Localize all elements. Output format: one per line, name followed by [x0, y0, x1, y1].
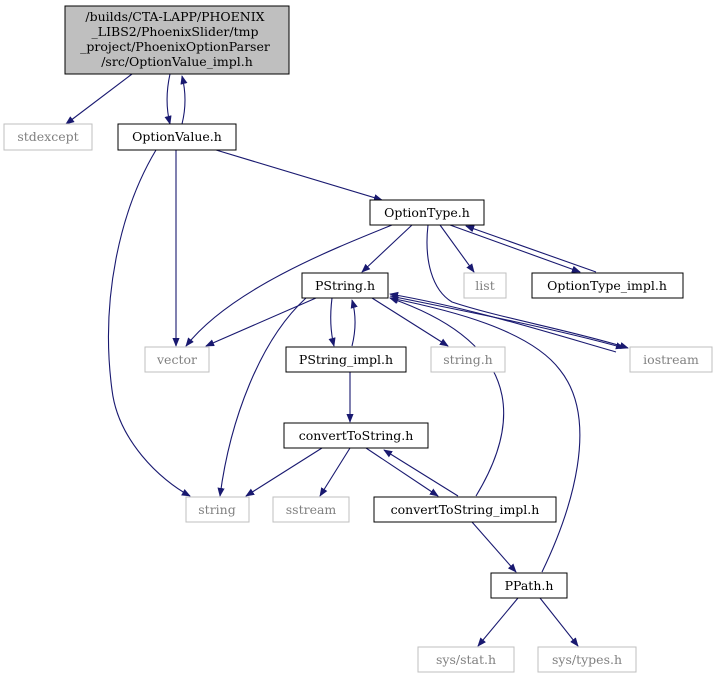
edge-converttostring-impl-converttostring: [383, 449, 459, 497]
edge-optionvalue-string: [107, 149, 191, 497]
optionvalue-label: OptionValue.h: [132, 129, 222, 144]
string-label: string: [198, 502, 235, 517]
edge-pstring-impl-pstring: [350, 299, 358, 347]
node-optiontype[interactable]: OptionType.h: [369, 199, 485, 226]
edge-root-optionvalue: [164, 73, 172, 125]
node-converttostring[interactable]: convertToString.h: [283, 422, 429, 449]
edge-pstring-vector: [205, 297, 317, 347]
edge-pstring-string: [217, 297, 307, 497]
node-optiontype-impl[interactable]: OptionType_impl.h: [531, 272, 684, 299]
root-label-line-1: /builds/CTA-LAPP/PHOENIX: [85, 9, 264, 24]
svg-text:/builds/CTA-LAPP/PHOENIX: /builds/CTA-LAPP/PHOENIX _LIBS2/PhoenixS…: [80, 9, 274, 69]
sysstat-label: sys/stat.h: [436, 652, 496, 667]
node-pstring[interactable]: PString.h: [301, 272, 389, 299]
node-root[interactable]: /builds/CTA-LAPP/PHOENIX _LIBS2/PhoenixS…: [64, 5, 290, 75]
node-stdexcept[interactable]: stdexcept: [3, 123, 93, 151]
nodes: /builds/CTA-LAPP/PHOENIX _LIBS2/PhoenixS…: [3, 5, 713, 673]
edge-converttostring-impl-pstring: [389, 297, 505, 497]
node-list[interactable]: list: [463, 272, 507, 299]
optiontype-label: OptionType.h: [384, 205, 470, 220]
edge-optiontype-list: [439, 224, 475, 273]
stdexcept-label: stdexcept: [17, 129, 78, 144]
converttostring-impl-label: convertToString_impl.h: [391, 502, 540, 517]
edge-optiontype-impl-optiontype: [465, 225, 597, 273]
node-stringh[interactable]: string.h: [430, 346, 506, 373]
stringh-label: string.h: [443, 352, 493, 367]
list-label: list: [475, 278, 494, 293]
ppath-label: PPath.h: [505, 578, 554, 593]
systypes-label: sys/types.h: [552, 652, 622, 667]
node-pstring-impl[interactable]: PString_impl.h: [285, 346, 407, 373]
node-optionvalue[interactable]: OptionValue.h: [117, 123, 237, 151]
node-sysstat[interactable]: sys/stat.h: [417, 646, 515, 673]
edge-converttostring-impl-ppath: [471, 521, 517, 573]
edge-pstring-stringh: [371, 297, 449, 347]
edge-ppath-pstring: [389, 296, 581, 573]
iostream-label: iostream: [643, 352, 699, 367]
root-label-line-2: _LIBS2/PhoenixSlider/tmp: [92, 24, 259, 39]
edge-ppath-sysstat: [477, 597, 519, 647]
node-converttostring-impl[interactable]: convertToString_impl.h: [373, 496, 557, 523]
node-string[interactable]: string: [185, 496, 250, 523]
pstring-label: PString.h: [315, 278, 375, 293]
edge-optiontype-pstring: [361, 224, 413, 273]
root-label-line-3: _project/PhoenixOptionParser: [80, 39, 270, 54]
node-systypes[interactable]: sys/types.h: [537, 646, 637, 673]
edge-optiontype-optiontype-impl: [449, 224, 581, 273]
edge-converttostring-sstream: [319, 447, 351, 497]
edge-optionvalue-optiontype: [215, 149, 383, 202]
edge-pstring-pstring-impl: [328, 297, 336, 347]
edges: [65, 73, 629, 647]
converttostring-label: convertToString.h: [299, 428, 414, 443]
optiontype-impl-label: OptionType_impl.h: [547, 278, 667, 293]
vector-label: vector: [156, 352, 197, 367]
edge-pstring-iostream: [389, 295, 625, 350]
edge-optionvalue-root: [180, 75, 188, 125]
edge-optiontype-iostream: [426, 224, 629, 350]
edge-iostream-pstring: [389, 291, 617, 353]
edge-root-stdexcept: [65, 73, 133, 125]
root-label-line-4: /src/OptionValue_impl.h: [101, 54, 253, 69]
pstring-impl-label: PString_impl.h: [299, 352, 393, 367]
edge-optiontype-vector: [185, 224, 393, 347]
node-iostream[interactable]: iostream: [629, 346, 713, 373]
node-sstream[interactable]: sstream: [272, 496, 350, 523]
sstream-label: sstream: [286, 502, 337, 517]
node-ppath[interactable]: PPath.h: [490, 572, 568, 599]
node-vector[interactable]: vector: [144, 346, 210, 373]
edge-converttostring-converttostring-impl: [365, 447, 439, 497]
edge-converttostring-string: [245, 447, 323, 497]
edge-ppath-systypes: [539, 597, 579, 647]
